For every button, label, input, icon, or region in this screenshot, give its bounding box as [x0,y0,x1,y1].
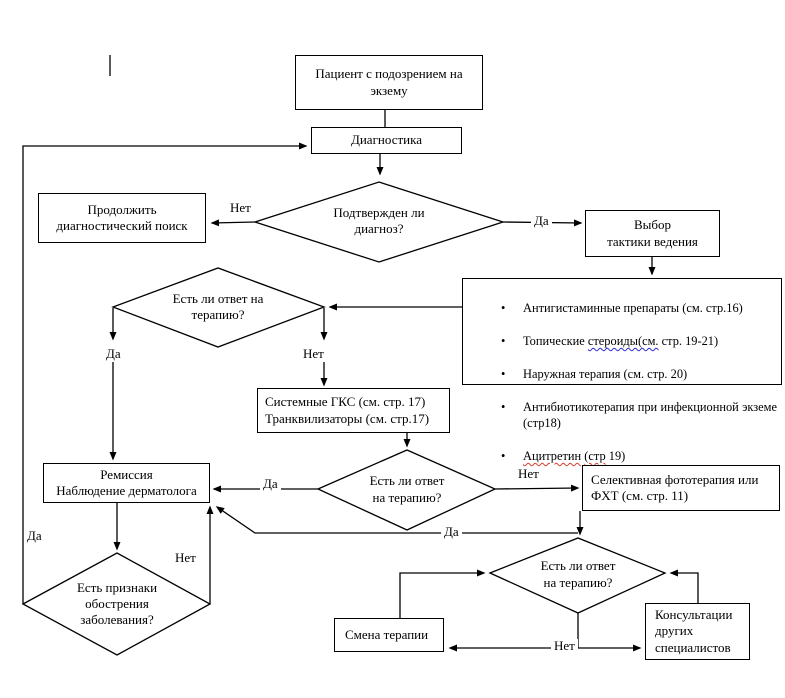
label-yes-exacerbation: Да [27,528,42,543]
label-yes-response2: Да [260,477,281,491]
bullet-icon: • [501,399,506,414]
therapy-list-node: • Антигистаминные препараты (см. стр.16)… [462,278,782,463]
item2-misspelled-word: стероиды(см. [587,334,659,349]
exacerbation-decision: Есть признаки обострения заболевания? [76,579,158,628]
label-no-exacerbation: Нет [175,550,196,565]
item5-misspelled-ref: (стр [584,449,606,464]
label-no-response1: Нет [303,346,324,361]
label-no-response3: Нет [551,639,578,653]
confirm-diagnosis-diamond [252,181,506,263]
therapy-item-text: Антибиотикотерапия при инфекционной экзе… [523,399,777,431]
item5-suffix: 19) [605,449,626,464]
response1-decision: Есть ли ответ на терапию? [172,290,264,322]
therapy-list-item-1: • Антигистаминные препараты (см. стр.16) [463,300,781,316]
response2-decision: Есть ли ответ на терапию? [369,473,445,505]
response1-diamond [111,267,326,348]
item5-misspelled-word: Ацитретин [523,449,582,464]
phototherapy-node: Селективная фототерапия или ФХТ (см. стр… [582,465,780,511]
therapy-item-text: Антигистаминные препараты (см. стр.16) [523,301,743,316]
exacerbation-diamond [21,552,212,656]
therapy-item-text: Ацитретин (стр 19) [523,448,777,464]
item2-prefix: Топические [523,334,588,349]
bullet-icon: • [501,334,506,349]
therapy-item-text: Наружная терапия (см. стр. 20) [523,367,688,382]
label-no-response2: Нет [518,466,539,481]
bullet-icon: • [501,367,506,382]
therapy-list-item-4: • Антибиотикотерапия при инфекционной эк… [463,399,781,432]
response3-diamond [488,537,667,614]
tactics-node: Выбор тактики ведения [585,210,720,257]
label-yes-response1: Да [106,346,121,361]
systemic-gks-node: Системные ГКС (см. стр. 17) Транквилизат… [257,388,450,433]
bullet-icon: • [501,301,506,316]
bullet-icon: • [501,449,506,464]
continue-search-node: Продолжить диагностический поиск [38,193,206,243]
label-no-confirm: Нет [230,200,251,215]
edge-exacerbation-yes-loop [22,142,308,604]
label-yes-confirm: Да [531,214,552,228]
label-yes-response3: Да [441,525,462,539]
therapy-list: • Антигистаминные препараты (см. стр.16)… [463,284,781,481]
edge-change-response3 [399,569,486,618]
therapy-item-text: Топические стероиды(см. стр. 19-21) [523,333,777,349]
diagnostics-node: Диагностика [311,127,462,154]
therapy-list-item-2: • Топические стероиды(см. стр. 19-21) [463,333,781,349]
therapy-list-item-5: • Ацитретин (стр 19) [463,448,781,464]
remission-node: Ремиссия Наблюдение дерматолога [43,463,210,503]
patient-node: Пациент с подозрением на экзему [295,55,483,110]
edge-response3-yes-loop [215,506,578,534]
item2-suffix: стр. 19-21) [658,334,719,349]
therapy-list-item-3: • Наружная терапия (см. стр. 20) [463,366,781,382]
edge-confirm-no [210,219,256,227]
change-therapy-node: Смена терапии [334,618,444,652]
consult-node: Консультации других специалистов [645,603,750,660]
confirm-diagnosis-decision: Подтвержден ли диагноз? [333,204,425,236]
response2-diamond [316,449,497,531]
edge-consult-response3 [669,569,699,603]
edge-response2-no [494,484,580,492]
response3-decision: Есть ли ответ на терапию? [540,558,616,590]
